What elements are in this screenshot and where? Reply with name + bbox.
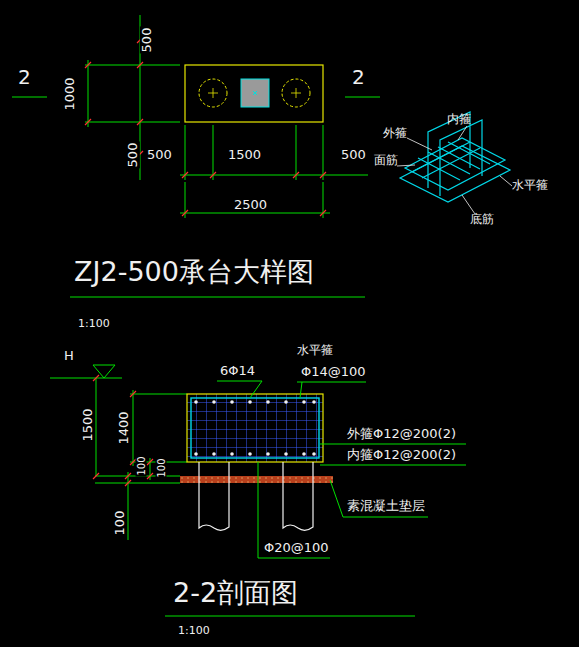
- part-label: 外箍: [383, 127, 407, 140]
- rebar-dot: [248, 452, 252, 456]
- rebar-dot: [284, 452, 288, 456]
- dimension: 100: [156, 457, 167, 478]
- section-mark: 2: [352, 66, 365, 88]
- rebar-note: Φ20@100: [264, 541, 329, 555]
- level-mark: H: [64, 349, 74, 363]
- dimension: 500: [140, 27, 154, 54]
- rebar-dot: [230, 452, 234, 456]
- part-label: 内箍: [447, 113, 471, 126]
- rebar-dot: [212, 400, 216, 404]
- rebar-dot: [266, 452, 270, 456]
- section-mark: 2: [18, 66, 31, 88]
- scale-note: 1:100: [178, 625, 210, 637]
- drawing-title: 2-2剖面图: [173, 578, 298, 608]
- rebar-note: Φ14@100: [301, 365, 366, 379]
- dimension: 1000: [63, 76, 77, 111]
- dimension: 1500: [81, 407, 95, 442]
- dimension: 500: [147, 148, 172, 162]
- rebar-note: 6Φ14: [220, 364, 255, 378]
- rebar-dot: [302, 452, 306, 456]
- rebar-dot: [284, 400, 288, 404]
- rebar-dot: [266, 400, 270, 404]
- rebar-dot: [194, 452, 198, 456]
- material-note: 素混凝土垫层: [347, 499, 425, 513]
- dimension: 500: [126, 142, 140, 169]
- rebar-dot: [302, 400, 306, 404]
- part-label: 面筋: [374, 154, 398, 167]
- rebar-note: 外箍Φ12@200(2): [347, 427, 456, 441]
- dimension: 2500: [234, 198, 267, 212]
- rebar-dot: [194, 400, 198, 404]
- rebar-dot: [312, 452, 316, 456]
- dimension: 100: [136, 455, 147, 476]
- rebar-dot: [230, 400, 234, 404]
- rebar-note: 水平箍: [297, 344, 333, 357]
- dimension: 1500: [228, 148, 261, 162]
- part-label: 水平箍: [512, 179, 548, 192]
- rebar-note: 内箍Φ12@200(2): [347, 448, 456, 462]
- scale-note: 1:100: [78, 318, 110, 330]
- rebar-dot: [212, 452, 216, 456]
- rebar-dot: [312, 400, 316, 404]
- dimension: 100: [113, 510, 127, 537]
- dimension: 1400: [117, 410, 131, 445]
- drawing-title: ZJ2-500承台大样图: [74, 257, 314, 287]
- dimension: 500: [341, 148, 366, 162]
- part-label: 底筋: [470, 213, 494, 226]
- rebar-dot: [248, 400, 252, 404]
